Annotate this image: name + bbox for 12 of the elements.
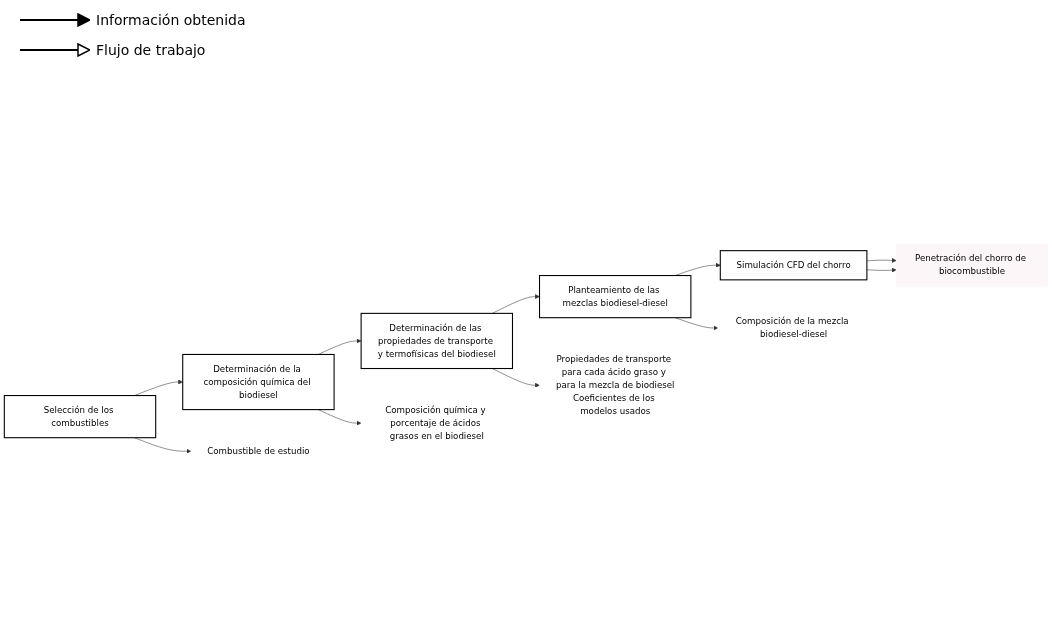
node-box: Selección de los combustibles bbox=[3, 395, 157, 439]
node-text: Combustible de estudio bbox=[207, 445, 310, 457]
node-text: Composición de la mezcla biodiesel-diesel bbox=[735, 316, 849, 340]
node-box: Planteamiento de las mezclas biodiesel-diesel bbox=[538, 275, 692, 319]
node-box: Determinación de la composición química del biodiesel bbox=[182, 353, 335, 411]
legend-text: Información obtenida bbox=[96, 12, 246, 28]
node-text: Composición química y porcentaje de ácidos grasos en el biodiesel bbox=[385, 404, 486, 441]
node-box: Penetración del chorro de biocombustible bbox=[896, 243, 1048, 287]
node-text: Propiedades de transporte para cada ácido graso y para la mezcla de biodiesel Coeficientes de los modelos usados bbox=[555, 353, 675, 417]
node-box: Determinación de las propiedades de transporte y termofísicas del biodiesel bbox=[360, 312, 514, 370]
node-box: Simulación CFD del chorro bbox=[719, 250, 868, 281]
legend-text: Flujo de trabajo bbox=[96, 42, 206, 58]
